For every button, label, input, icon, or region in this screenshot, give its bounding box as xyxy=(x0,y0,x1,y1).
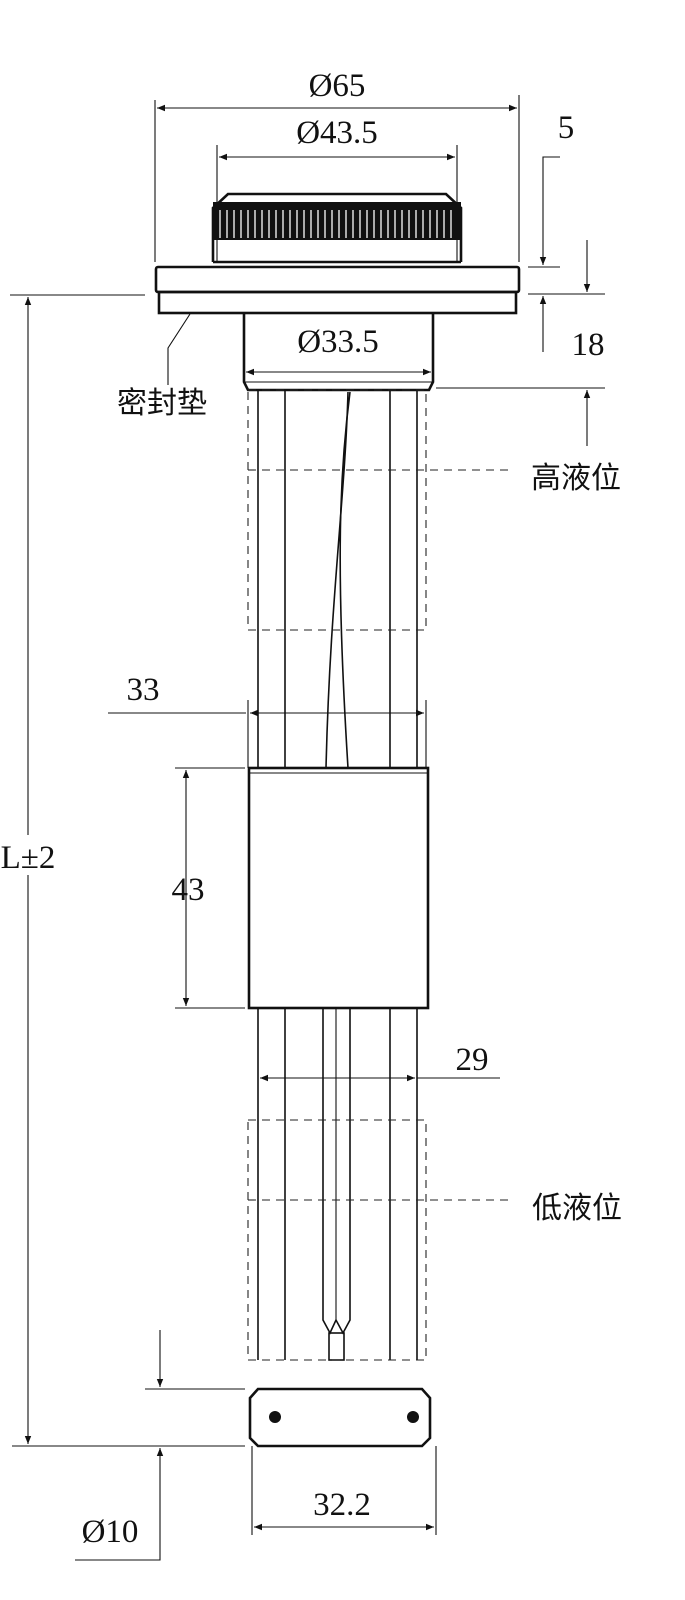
dimension-cap-diameter: Ø43.5 xyxy=(216,115,458,262)
dimension-bottom-offset: Ø10 xyxy=(75,1330,245,1561)
upper-tubes xyxy=(257,390,418,769)
knurled-cap xyxy=(211,192,463,264)
dimension-end-cap-width: 32.2 xyxy=(251,1446,437,1535)
screw-icon xyxy=(269,1411,281,1423)
neck: Ø33.5 xyxy=(242,313,435,392)
end-cap xyxy=(248,1387,432,1448)
flange-thickness-label: 5 xyxy=(558,110,575,146)
dimension-overall-length: L±2 xyxy=(0,294,245,1447)
lower-tubes xyxy=(257,1008,418,1361)
neck-diameter-label: Ø33.5 xyxy=(297,324,379,360)
flange xyxy=(154,265,521,315)
end-cap-width-label: 32.2 xyxy=(313,1487,371,1523)
inner-width-label: 29 xyxy=(456,1042,489,1078)
float-height-label: 43 xyxy=(172,872,205,908)
overall-length-label: L±2 xyxy=(1,840,56,876)
low-level-zone: 低液位 xyxy=(247,1119,622,1361)
high-level-label: 高液位 xyxy=(531,461,621,496)
bottom-offset-label: Ø10 xyxy=(82,1514,139,1550)
low-level-label: 低液位 xyxy=(532,1191,622,1226)
flange-diameter-label: Ø65 xyxy=(309,68,366,104)
dimension-float-height: 43 xyxy=(172,767,245,1009)
dimension-tube-width: 33 xyxy=(108,672,427,768)
screw-icon xyxy=(407,1411,419,1423)
dimension-inner-width: 29 xyxy=(260,1042,500,1082)
cap-diameter-label: Ø43.5 xyxy=(296,115,378,151)
gasket-label: 密封垫 xyxy=(117,386,207,421)
high-level-zone: 高液位 xyxy=(247,389,621,631)
top-height-label: 18 xyxy=(572,327,605,363)
tube-width-label: 33 xyxy=(127,672,160,708)
float xyxy=(247,766,430,1010)
dimension-top-heights: 5 18 xyxy=(436,110,605,446)
dimension-flange-diameter: Ø65 xyxy=(154,68,520,262)
gasket-callout: 密封垫 xyxy=(117,313,207,421)
